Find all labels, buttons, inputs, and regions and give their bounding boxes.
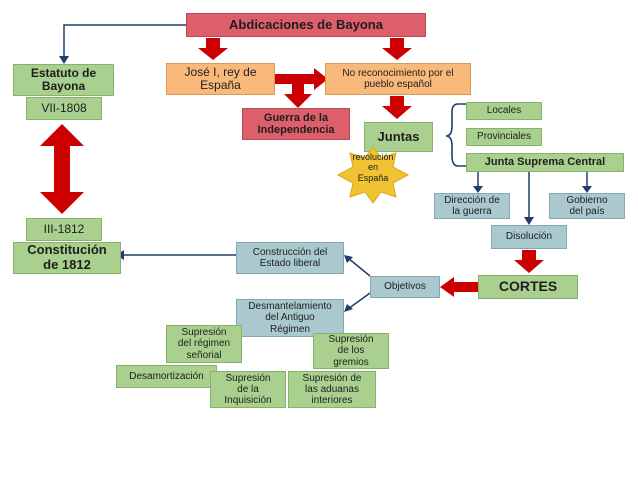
node-iii-1812: III-1812 xyxy=(26,218,102,241)
node-estatuto: Estatuto de Bayona xyxy=(13,64,114,96)
arrow-cortes-to-objetivos xyxy=(440,277,478,297)
node-juntas: Juntas xyxy=(364,122,433,152)
arrow-bidirectional-jose-no-reconocimiento xyxy=(250,68,328,90)
node-direccion-guerra: Dirección de la guerra xyxy=(434,193,510,219)
node-supresion-aduanas: Supresión de las aduanas interiores xyxy=(288,371,376,408)
node-no-reconocimiento: No reconocimiento por el pueblo español xyxy=(325,63,471,95)
node-vii-1808: VII-1808 xyxy=(26,97,102,120)
arrow-abdicaciones-to-no-reconocimiento xyxy=(382,38,412,60)
juntas-bracket xyxy=(445,103,466,167)
node-revolucion: revolución en España xyxy=(352,152,394,183)
node-revolucion-star: revolución en España xyxy=(336,146,410,204)
node-desmantelamiento: Desmantelamiento del Antiguo Régimen xyxy=(236,299,344,337)
node-disolucion: Disolución xyxy=(491,225,567,249)
node-construccion: Construcción del Estado liberal xyxy=(236,242,344,274)
node-supresion-senorial: Supresión del régimen señorial xyxy=(166,325,242,363)
node-objetivos: Objetivos xyxy=(370,276,440,298)
node-supresion-inquisicion: Supresión de la Inquisición xyxy=(210,371,286,408)
arrow-disolucion-to-cortes xyxy=(514,250,544,273)
arrowhead-estatuto xyxy=(59,56,69,64)
node-desamortizacion: Desamortización xyxy=(116,365,217,388)
star-shape xyxy=(336,146,410,204)
arrow-no-reconocimiento-to-juntas xyxy=(382,96,412,119)
line-objetivos-to-construccion xyxy=(347,257,371,277)
node-constitucion: Constitución de 1812 xyxy=(13,242,121,274)
arrow-to-guerra xyxy=(284,84,312,108)
node-guerra: Guerra de la Independencia xyxy=(242,108,350,140)
arrowhead-construccion xyxy=(344,255,353,263)
node-junta-suprema: Junta Suprema Central xyxy=(466,153,624,172)
line-objetivos-to-desmantelamiento xyxy=(347,292,371,310)
node-supresion-gremios: Supresión de los gremios xyxy=(313,333,389,369)
arrowhead-desmantelamiento xyxy=(344,304,353,312)
arrowhead-gobierno xyxy=(582,186,592,193)
line-abdicaciones-to-estatuto xyxy=(63,24,186,56)
node-abdicaciones: Abdicaciones de Bayona xyxy=(186,13,426,37)
arrowhead-disolucion xyxy=(524,217,534,225)
node-gobierno-pais: Gobierno del país xyxy=(549,193,625,219)
arrowhead-direccion xyxy=(473,186,483,193)
node-cortes: CORTES xyxy=(478,275,578,299)
arrow-bidirectional-estatuto-constitucion xyxy=(40,124,84,214)
arrow-abdicaciones-to-jose xyxy=(198,38,228,60)
node-provinciales: Provinciales xyxy=(466,128,542,146)
node-jose: José I, rey de España xyxy=(166,63,275,95)
node-locales: Locales xyxy=(466,102,542,120)
